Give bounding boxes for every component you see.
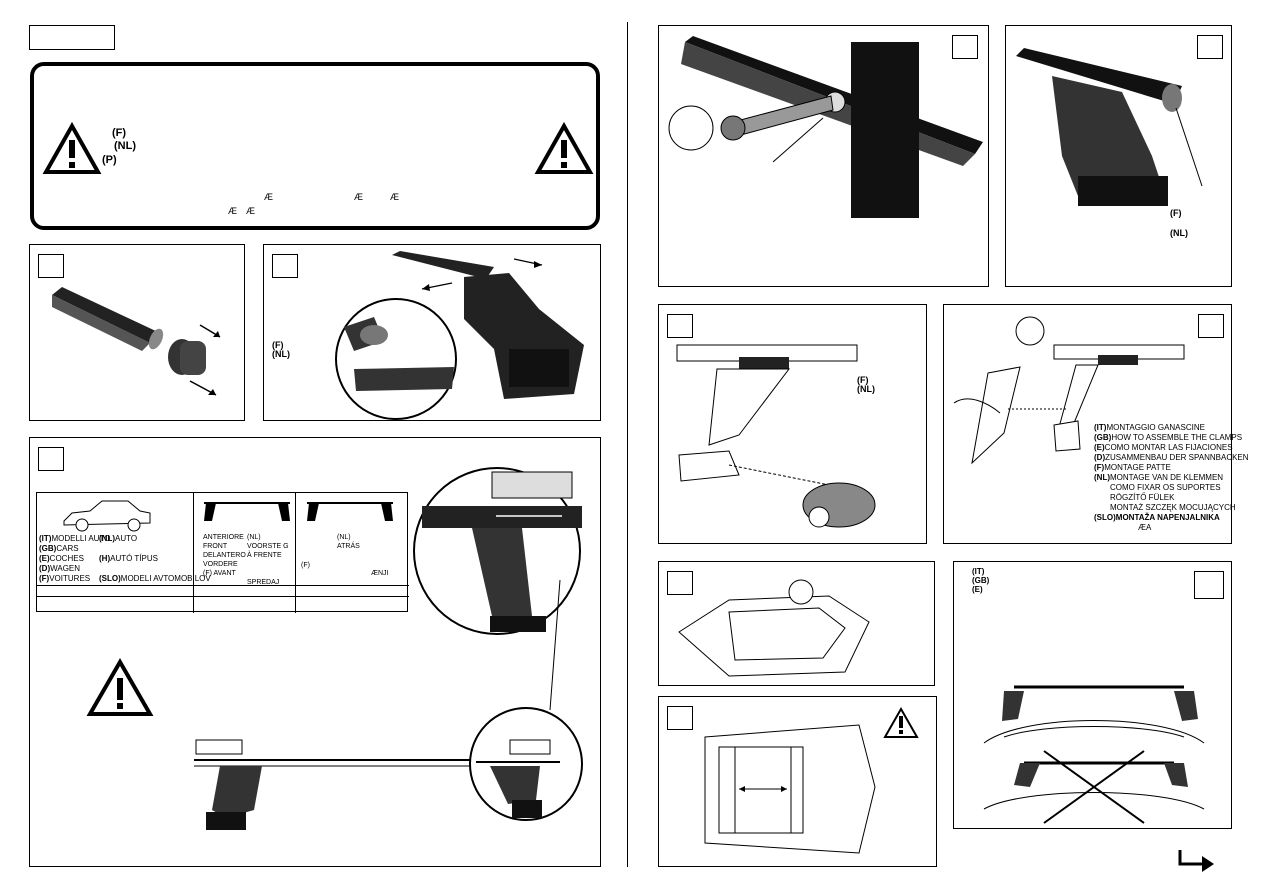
front-label: ANTERIORE [203, 534, 244, 541]
warning-panel: (F) (NL) (P) Æ Æ Æ Æ Æ [30, 62, 600, 230]
table-lang-f: (F)VOITURES [39, 574, 91, 583]
step-number-box [1198, 314, 1224, 338]
final-lang-e: (E) [972, 585, 983, 594]
page-divider [627, 22, 628, 867]
rear-label: ATRÁS [337, 543, 360, 550]
step-foot-cap-panel: (F) (NL) [1005, 25, 1232, 287]
front-label: À FRENTE [247, 552, 282, 559]
foot-bar-illustration [335, 251, 584, 420]
step-number-box [1197, 35, 1223, 59]
warning-triangle-icon-small [883, 706, 919, 738]
cap-lang-f: (F) [1170, 208, 1182, 218]
cut-lang-f: (F) [857, 375, 869, 385]
wrench-illustration [668, 36, 983, 218]
front-label: (NL) VOORSTE G [247, 534, 289, 550]
clamp-line: RÖGZÍTŐ FÜLEK [1110, 493, 1175, 502]
warning-char: Æ [354, 192, 363, 202]
table-lang-it: (IT)MODELLI AUTO [39, 534, 111, 543]
clamp-line: (E)COMO MONTAR LAS FIJACIONES [1094, 443, 1233, 452]
table-lang-slo: (SLO)MODELI AVTOMOBILOV [99, 574, 211, 583]
front-bar-icon [204, 502, 290, 521]
step-number-box [1194, 571, 1224, 599]
step2-lang-nl: (NL) [272, 349, 290, 359]
step-number-box [38, 447, 64, 471]
step-cut-panel: (F) (NL) [658, 304, 927, 544]
next-page-arrow-icon[interactable] [1178, 850, 1216, 872]
warning-lang-nl: (NL) [114, 140, 136, 152]
bar-assembly-illustration [194, 579, 583, 830]
warning-lang-f: (F) [112, 127, 127, 139]
rear-label: (NL) [337, 534, 351, 541]
clamp-line: (IT)MONTAGGIO GANASCINE [1094, 423, 1205, 432]
warning-char: Æ [264, 192, 273, 202]
step-3-panel: (IT)MODELLI AUTO (GB)CARS (E)COCHES (D)W… [29, 437, 601, 867]
warning-triangle-icon [86, 657, 154, 716]
clamp-line: (F)MONTAGE PATTE [1094, 463, 1171, 472]
step-number-box [272, 254, 298, 278]
warning-char: Æ [228, 206, 237, 216]
clamp-line: COMO FIXAR OS SUPORTES [1110, 483, 1221, 492]
step2-lang-f: (F) [272, 340, 284, 350]
clamp-line: MONTAŻ SZCZĘK MOCUJĄCYCH [1110, 503, 1236, 512]
step-number-box [667, 571, 693, 595]
step-roof-panel [658, 561, 935, 686]
front-label: VORDERE [203, 561, 238, 568]
bar-end-cap-illustration [52, 287, 221, 396]
final-lang-it: (IT) [972, 567, 985, 576]
step-number-box [667, 314, 693, 338]
warning-triangle-icon-left [42, 121, 102, 174]
step-1-panel [29, 244, 245, 421]
front-label: DELANTERO [203, 552, 246, 559]
rear-bar-icon [307, 502, 393, 521]
table-lang-e: (E)COCHES [39, 554, 84, 563]
table-lang-d: (D)WAGEN [39, 564, 81, 573]
correct-incorrect-illustration [983, 685, 1205, 824]
model-table: (IT)MODELLI AUTO (GB)CARS (E)COCHES (D)W… [36, 492, 409, 613]
car-roof-illustration [678, 579, 870, 677]
final-lang-gb: (GB) [972, 576, 990, 585]
step-number-box [38, 254, 64, 278]
warning-triangle-icon-right [534, 121, 594, 174]
rear-label: (F) [301, 562, 310, 569]
header-box [29, 25, 115, 50]
rear-label: ÆNJI [371, 570, 389, 577]
car-side-icon [63, 500, 151, 532]
table-lang-h: (H)AUTÓ TÍPUS [99, 554, 158, 563]
clamp-line: ÆA [1138, 523, 1152, 532]
cutting-illustration [676, 344, 876, 528]
front-label: SPREDAJ [247, 579, 280, 586]
cut-lang-nl: (NL) [857, 384, 875, 394]
step-topview-panel [658, 696, 937, 867]
foot-cap-illustration [1016, 48, 1203, 206]
clamp-line: (SLO)MONTAŽA NAPENJALNIKA [1094, 513, 1220, 522]
step-number-box [667, 706, 693, 730]
table-lang-nl: (NL)AUTO [99, 534, 138, 543]
cap-lang-nl: (NL) [1170, 228, 1188, 238]
step-clamps-panel: (IT)MONTAGGIO GANASCINE (GB)HOW TO ASSEM… [943, 304, 1249, 544]
step-number-box [952, 35, 978, 59]
clamp-line: (D)ZUSAMMENBAU DER SPANNBACKEN [1094, 453, 1249, 462]
step-2-panel: (F) (NL) [263, 244, 601, 421]
step-wrench-panel [658, 25, 989, 287]
measure-zoom-illustration [413, 467, 582, 635]
step-final-panel: (IT) (GB) (E) [953, 561, 1232, 829]
clamp-line: (NL)MONTAGE VAN DE KLEMMEN [1094, 473, 1224, 482]
front-label: FRONT [203, 543, 228, 550]
warning-lang-p: (P) [102, 154, 117, 166]
warning-char: Æ [246, 206, 255, 216]
front-label: (F) AVANT [203, 570, 236, 577]
clamp-line: (GB)HOW TO ASSEMBLE THE CLAMPS [1094, 433, 1243, 442]
clamp-assembly-illustration [953, 316, 1185, 465]
car-top-view-illustration [704, 724, 876, 854]
warning-char: Æ [390, 192, 399, 202]
table-lang-gb: (GB)CARS [39, 544, 79, 553]
